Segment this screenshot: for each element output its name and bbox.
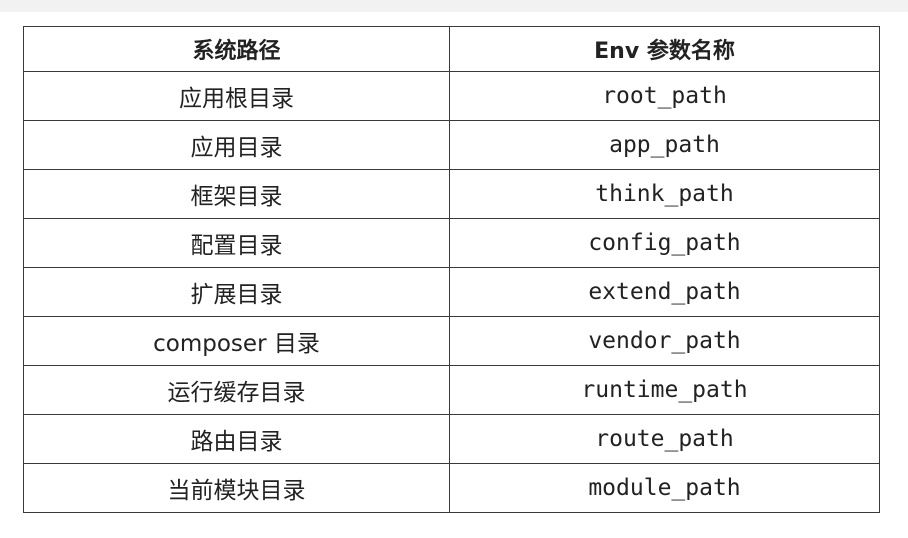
header-system-path: 系统路径: [23, 26, 450, 72]
cell-system-path: composer 目录: [23, 316, 450, 366]
cell-env-param: root_path: [449, 71, 880, 121]
cell-env-param: config_path: [449, 218, 880, 268]
table-row: 运行缓存目录 runtime_path: [23, 365, 880, 415]
table-row: 应用目录 app_path: [23, 120, 880, 170]
cell-env-param: vendor_path: [449, 316, 880, 366]
cell-env-param: think_path: [449, 169, 880, 219]
table-row: 应用根目录 root_path: [23, 71, 880, 121]
cell-system-path: 应用根目录: [23, 71, 450, 121]
table-row: 路由目录 route_path: [23, 414, 880, 464]
cell-env-param: extend_path: [449, 267, 880, 317]
table-row: 配置目录 config_path: [23, 218, 880, 268]
cell-system-path: 框架目录: [23, 169, 450, 219]
header-env-param-name: Env 参数名称: [449, 26, 880, 72]
cell-env-param: route_path: [449, 414, 880, 464]
table-row: 框架目录 think_path: [23, 169, 880, 219]
cell-system-path: 路由目录: [23, 414, 450, 464]
env-path-table: 系统路径 Env 参数名称 应用根目录 root_path 应用目录 app_p…: [23, 26, 880, 513]
cell-env-param: runtime_path: [449, 365, 880, 415]
cell-system-path: 应用目录: [23, 120, 450, 170]
cell-env-param: module_path: [449, 463, 880, 513]
cell-system-path: 运行缓存目录: [23, 365, 450, 415]
cell-system-path: 扩展目录: [23, 267, 450, 317]
table-row: 扩展目录 extend_path: [23, 267, 880, 317]
cell-env-param: app_path: [449, 120, 880, 170]
table-row: composer 目录 vendor_path: [23, 316, 880, 366]
document-page: 系统路径 Env 参数名称 应用根目录 root_path 应用目录 app_p…: [0, 12, 908, 538]
cell-system-path: 当前模块目录: [23, 463, 450, 513]
table-row: 当前模块目录 module_path: [23, 463, 880, 513]
table-header-row: 系统路径 Env 参数名称: [23, 26, 880, 72]
cell-system-path: 配置目录: [23, 218, 450, 268]
